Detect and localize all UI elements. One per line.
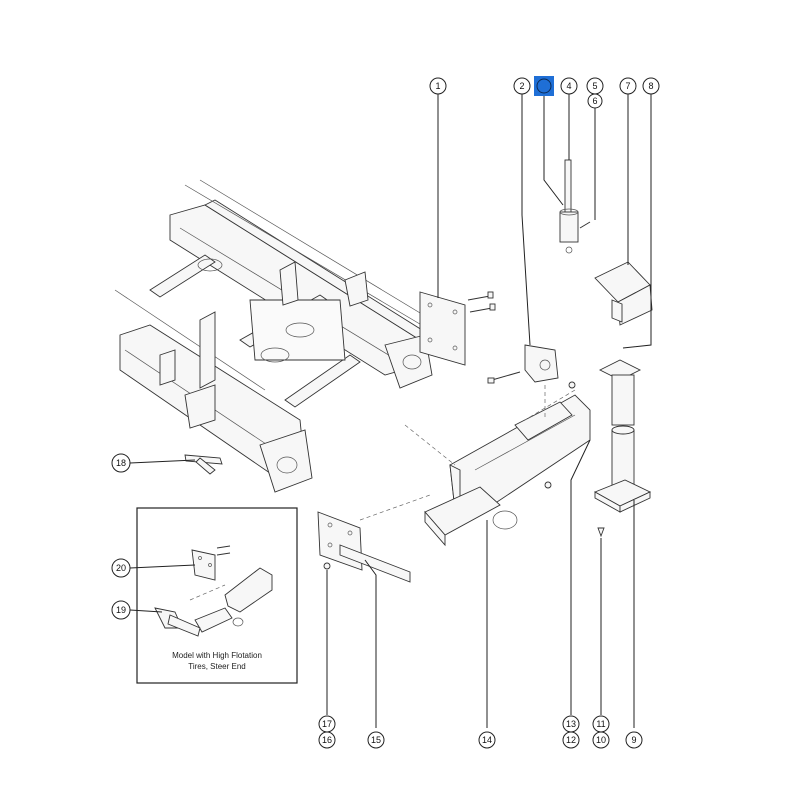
callout-14[interactable]: 14 xyxy=(478,731,496,749)
inset-box: Model with High Flotation Tires, Steer E… xyxy=(136,507,298,684)
callout-label: 5 xyxy=(592,81,597,91)
alignment-lines xyxy=(359,385,576,521)
callout-19[interactable]: 19 xyxy=(111,600,131,620)
callout-label: 2 xyxy=(519,81,524,91)
callouts: 1 2 3 4 5 6 7 8 xyxy=(111,76,660,749)
cylinder-assembly xyxy=(559,159,591,254)
callout-15[interactable]: 15 xyxy=(367,731,385,749)
callout-17[interactable]: 17 xyxy=(318,715,336,733)
callout-12[interactable]: 12 xyxy=(562,731,580,749)
callout-label: 20 xyxy=(116,563,126,573)
callout-label: 3 xyxy=(541,81,546,91)
inset-caption-line1: Model with High Flotation xyxy=(172,651,262,660)
callout-2[interactable]: 2 xyxy=(513,77,531,95)
callout-16[interactable]: 16 xyxy=(318,731,336,749)
callout-1[interactable]: 1 xyxy=(429,77,447,95)
callout-10[interactable]: 10 xyxy=(592,731,610,749)
callout-20[interactable]: 20 xyxy=(111,558,131,578)
callout-label: 11 xyxy=(596,719,605,729)
callout-label: 15 xyxy=(371,735,381,745)
inset-caption-line2: Tires, Steer End xyxy=(188,662,246,671)
callout-label: 14 xyxy=(482,735,492,745)
callout-label: 18 xyxy=(116,458,126,468)
callout-label: 19 xyxy=(116,605,126,615)
callout-label: 8 xyxy=(648,81,653,91)
upper-mount-plate xyxy=(594,261,653,326)
callout-label: 6 xyxy=(592,96,597,106)
callout-9[interactable]: 9 xyxy=(625,731,643,749)
post-assembly xyxy=(593,359,652,538)
callout-label: 16 xyxy=(322,735,332,745)
pivot-bracket xyxy=(487,344,576,389)
callout-18[interactable]: 18 xyxy=(111,453,131,473)
callout-3-highlighted[interactable]: 3 xyxy=(534,76,554,96)
callout-4[interactable]: 4 xyxy=(560,77,578,95)
callout-label: 13 xyxy=(566,719,576,729)
hitch-tongue xyxy=(424,394,591,547)
callout-13[interactable]: 13 xyxy=(562,715,580,733)
callout-label: 9 xyxy=(631,735,636,745)
callout-7[interactable]: 7 xyxy=(619,77,637,95)
leader-lines xyxy=(129,94,652,728)
callout-8[interactable]: 8 xyxy=(642,77,660,95)
callout-5[interactable]: 5 xyxy=(586,77,604,95)
chassis-frame xyxy=(114,179,441,493)
callout-label: 4 xyxy=(566,81,571,91)
callout-6[interactable]: 6 xyxy=(587,93,603,109)
callout-11[interactable]: 11 xyxy=(592,715,610,733)
callout-label: 12 xyxy=(566,735,576,745)
side-plate-assembly xyxy=(317,511,411,583)
callout-label: 10 xyxy=(596,735,606,745)
callout-label: 1 xyxy=(435,81,440,91)
callout-label: 17 xyxy=(322,719,332,729)
mounting-plate-assembly xyxy=(419,291,496,366)
callout-label: 7 xyxy=(625,81,630,91)
